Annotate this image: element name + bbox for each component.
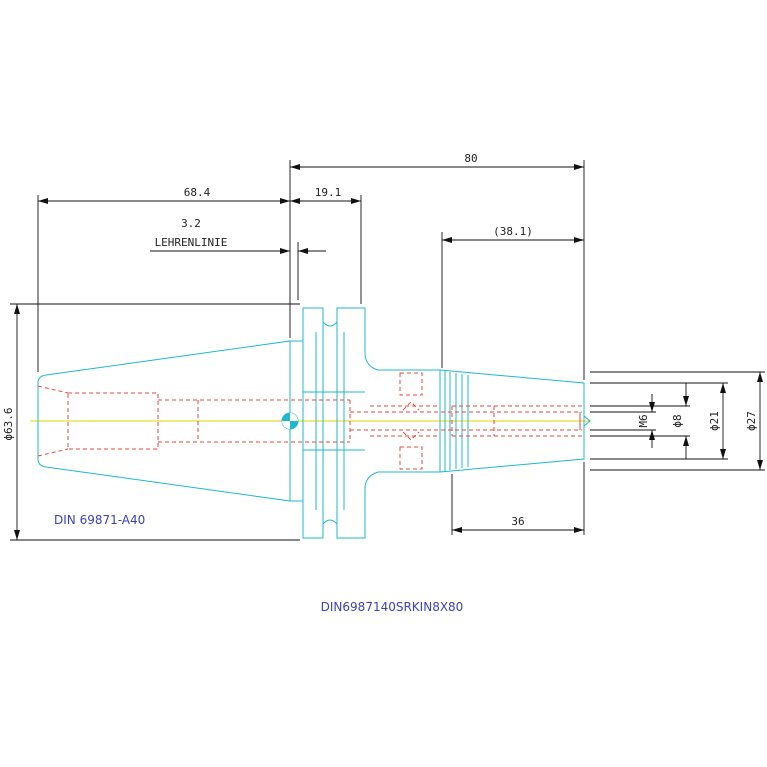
dim-gauge-offset: 3.2 <box>181 217 201 230</box>
holder-outline <box>37 307 591 539</box>
dim-collar-diameter: ϕ21 <box>708 411 721 431</box>
dim-taper-length: 68.4 <box>184 186 211 199</box>
dim-front-length: (38.1) <box>493 225 533 238</box>
dim-taper-diameter: ϕ63.6 <box>2 407 15 440</box>
standard-label: DIN 69871-A40 <box>54 513 145 527</box>
part-number-label: DIN6987140SRKIN8X80 <box>321 600 464 614</box>
dimension-lines <box>10 160 765 541</box>
dim-bore-diameter: ϕ8 <box>671 414 684 427</box>
hidden-lines <box>37 372 582 470</box>
dim-overall-length: 80 <box>464 152 477 165</box>
dim-bore-depth: 36 <box>511 515 524 528</box>
dim-flange-width: 19.1 <box>315 186 342 199</box>
dim-nose-diameter: ϕ27 <box>745 411 758 431</box>
gauge-line-label: LEHRENLINIE <box>155 236 228 249</box>
dim-thread: M6 <box>637 414 650 427</box>
